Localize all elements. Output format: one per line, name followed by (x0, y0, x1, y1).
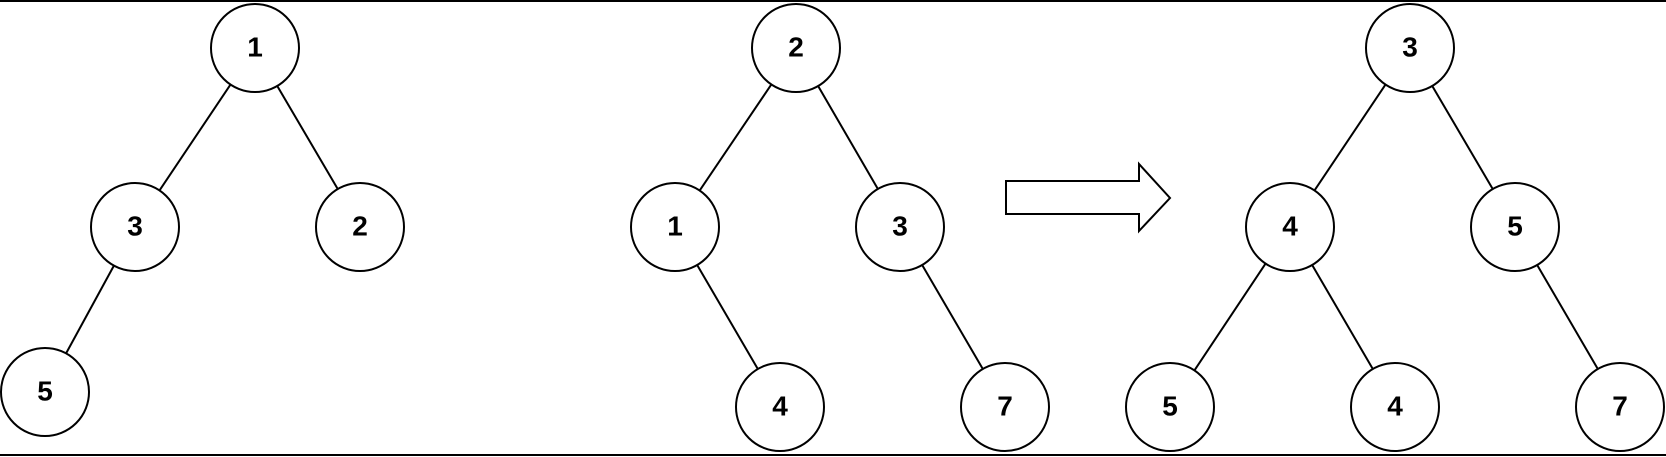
tree-node: 4 (1350, 362, 1440, 452)
tree-edge (921, 264, 984, 370)
node-value: 3 (127, 210, 143, 241)
node-circle (1245, 182, 1335, 272)
tree-node: 7 (960, 362, 1050, 452)
node-circle (960, 362, 1050, 452)
tree-node: 5 (0, 347, 90, 437)
tree-edge (817, 85, 879, 190)
tree-node: 4 (735, 362, 825, 452)
tree-edge (1313, 83, 1387, 192)
node-circle (735, 362, 825, 452)
node-value: 7 (997, 390, 1013, 421)
node-value: 1 (247, 31, 263, 62)
edges-layer (65, 83, 1599, 371)
tree-edge (276, 85, 339, 190)
node-circle (315, 182, 405, 272)
tree-node: 2 (751, 3, 841, 93)
node-value: 5 (1507, 210, 1523, 241)
node-circle (855, 182, 945, 272)
tree-edge (65, 265, 115, 354)
node-circle (630, 182, 720, 272)
tree-node: 1 (210, 3, 300, 93)
node-value: 2 (352, 210, 368, 241)
tree-node: 3 (1365, 3, 1455, 93)
node-value: 4 (772, 390, 788, 421)
tree-edge (1193, 263, 1267, 371)
tree-node: 1 (630, 182, 720, 272)
node-circle (751, 3, 841, 93)
node-value: 2 (788, 31, 804, 62)
tree-node: 3 (855, 182, 945, 272)
node-value: 3 (1402, 31, 1418, 62)
tree-node: 3 (90, 182, 180, 272)
node-value: 5 (1162, 390, 1178, 421)
node-circle (90, 182, 180, 272)
node-circle (0, 347, 90, 437)
node-value: 4 (1387, 390, 1403, 421)
tree-node: 2 (315, 182, 405, 272)
tree-node: 5 (1470, 182, 1560, 272)
node-circle (210, 3, 300, 93)
nodes-layer: 1 3 2 5 2 1 3 4 7 3 4 5 5 4 7 (0, 3, 1665, 452)
tree-edge (696, 264, 759, 370)
tree-edge (158, 83, 232, 192)
node-circle (1470, 182, 1560, 272)
node-circle (1575, 362, 1665, 452)
tree-edge (1536, 264, 1599, 370)
node-value: 4 (1282, 210, 1298, 241)
tree-edge (698, 83, 773, 192)
node-circle (1365, 3, 1455, 93)
tree-edge (1311, 264, 1374, 370)
node-value: 7 (1612, 390, 1628, 421)
node-value: 3 (892, 210, 908, 241)
tree-node: 5 (1125, 362, 1215, 452)
tree-edge (1431, 85, 1494, 190)
node-circle (1350, 362, 1440, 452)
node-circle (1125, 362, 1215, 452)
tree-node: 4 (1245, 182, 1335, 272)
node-value: 1 (667, 210, 683, 241)
node-value: 5 (37, 375, 53, 406)
tree-node: 7 (1575, 362, 1665, 452)
right-arrow-icon (1005, 161, 1172, 234)
